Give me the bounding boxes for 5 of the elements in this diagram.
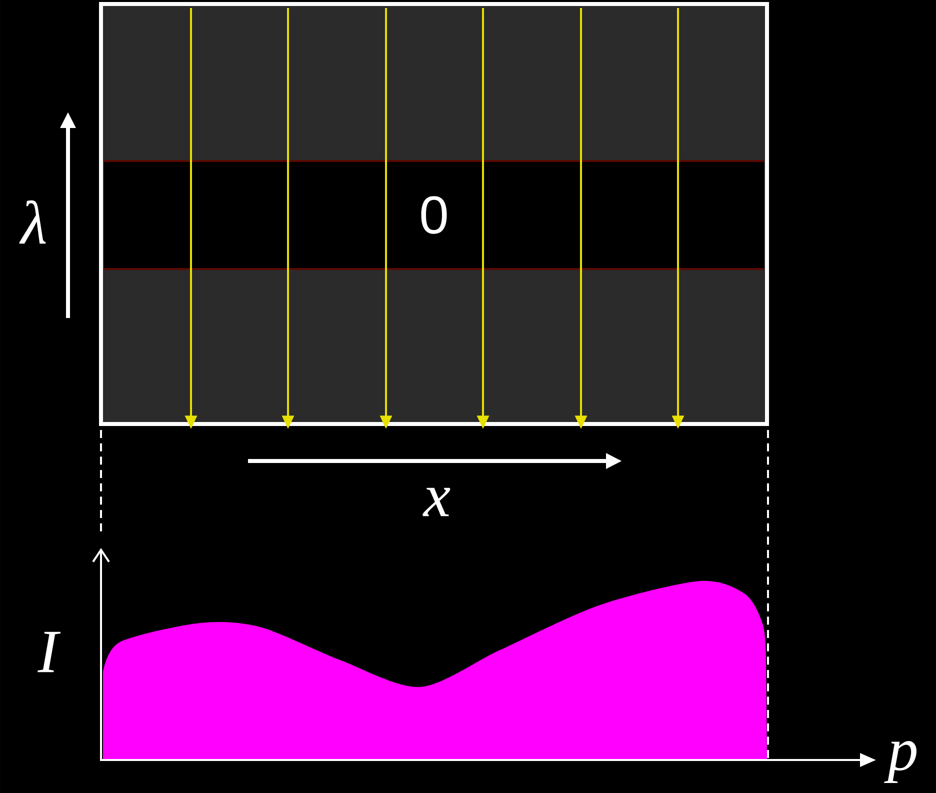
axis-label: λ bbox=[19, 200, 46, 244]
axis-label: p bbox=[884, 741, 916, 783]
axis-label: x bbox=[422, 488, 450, 516]
band: 0 bbox=[104, 160, 764, 270]
axis-label: I bbox=[38, 632, 61, 672]
